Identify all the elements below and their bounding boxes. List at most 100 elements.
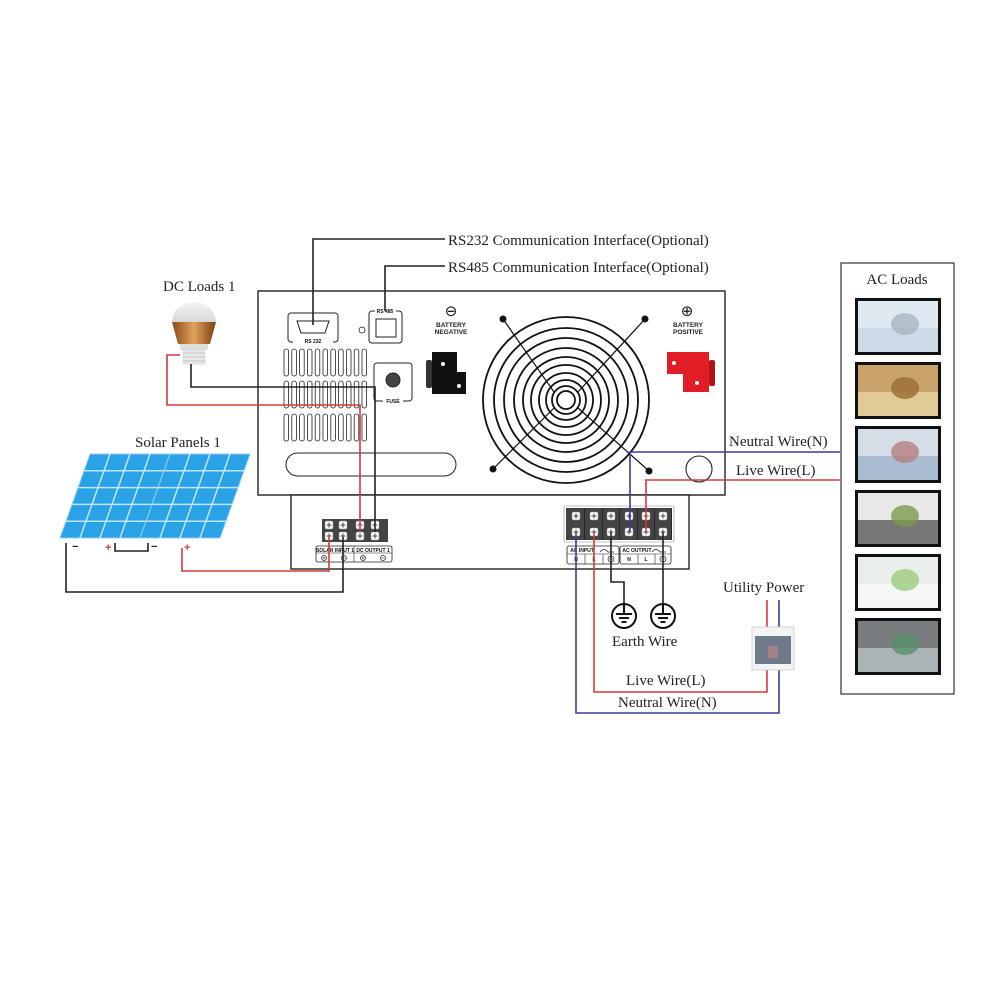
vent-slot <box>291 380 297 409</box>
vent-slot <box>306 413 313 442</box>
battery-positive-terminal[interactable]: ⊕ BATTERY POSITIVE <box>667 302 715 392</box>
terminal-screw <box>324 531 334 541</box>
fuse-label: FUSE <box>386 399 400 405</box>
fuse[interactable]: FUSE <box>373 362 413 405</box>
vent-slot <box>361 413 367 442</box>
terminal-screw <box>624 527 634 537</box>
vent-slot <box>345 380 352 409</box>
battery-negative-lug <box>432 352 466 394</box>
terminal-screw <box>624 511 634 521</box>
ac-output-n-label: N <box>627 557 631 563</box>
terminal-screw <box>589 511 599 521</box>
solar-panel <box>139 453 251 539</box>
battery-negative-terminal[interactable]: ⊖ BATTERY NEGATIVE <box>426 302 468 394</box>
utility-breaker-box[interactable] <box>751 626 795 671</box>
vent-slot <box>299 413 305 442</box>
minus-icon: ⊖ <box>445 302 458 320</box>
rs485-port[interactable]: RS 485 <box>368 308 403 344</box>
battery-positive-label-2: POSITIVE <box>673 329 704 336</box>
ac-loads-panel: AC Loads Electric FanTable LampLaptopInd… <box>840 262 955 695</box>
fan-mount-screw <box>499 315 507 323</box>
rs485-leader-line <box>384 265 445 311</box>
ac-input-ground-symbol <box>599 549 614 553</box>
vent-slot <box>338 380 344 409</box>
solar-panel-array <box>59 453 251 539</box>
earth-ground-icon <box>611 603 637 629</box>
ac-output-neutral-wire <box>629 451 840 532</box>
handle-slot <box>285 452 457 477</box>
terminal-screw <box>324 520 334 530</box>
terminal-screw <box>355 531 365 541</box>
vent-slot <box>306 348 313 377</box>
rs232-leader-line <box>312 238 445 325</box>
ac-input-neutral-wire <box>575 532 780 714</box>
battery-positive-label: BATTERY <box>673 322 704 329</box>
ac-load-thumbnail[interactable]: Table Lamp <box>855 362 941 419</box>
wiring <box>65 354 840 714</box>
solar-input-positive-icon <box>321 555 327 561</box>
vent-slot <box>353 380 360 409</box>
ac-load-thumbnail[interactable]: Air Conditioner <box>855 554 941 611</box>
fan-strut <box>502 318 555 393</box>
inverter-unit: RS 232 RS 485 FUSE ⊖ BATTERY NEGATIVE <box>257 290 726 570</box>
dc-terminal-block[interactable]: SOLAR INPUT 1 DC OUTPUT 1 <box>315 519 393 563</box>
ac-output-neutral-label: Neutral Wire(N) <box>729 434 828 450</box>
vent-slot <box>338 413 344 442</box>
dc-loads-label: DC Loads 1 <box>163 279 236 295</box>
ac-output-label: AC OUTPUT <box>622 548 651 554</box>
vent-slot <box>299 380 305 409</box>
vent-slot <box>283 380 289 409</box>
solar-positive-wire <box>181 537 330 572</box>
vent-slot <box>322 380 328 409</box>
vent-slot <box>345 348 352 377</box>
vent-slot <box>283 348 289 377</box>
panel2-positive-sign: + <box>184 542 190 554</box>
vent-slot <box>361 348 367 377</box>
vent-slot <box>314 348 321 377</box>
panel1-negative-sign: − <box>72 541 78 553</box>
terminal-screw <box>658 511 668 521</box>
utility-power-label: Utility Power <box>723 580 804 596</box>
dc-load-bulb[interactable] <box>172 302 216 365</box>
ac-load-thumbnail[interactable]: Laptop <box>855 426 941 483</box>
ac-input-neutral-label: Neutral Wire(N) <box>618 695 717 711</box>
solar-input-label: SOLAR INPUT 1 <box>316 548 354 554</box>
ac-loads-title: AC Loads <box>866 272 927 288</box>
ac-output-live-label: Live Wire(L) <box>736 463 816 479</box>
ac-load-thumbnail[interactable]: Electric Fan <box>855 298 941 355</box>
ac-output-live-wire <box>645 479 840 532</box>
fan-strut <box>577 318 646 393</box>
vent-slot <box>338 348 344 377</box>
ac-load-thumbnail[interactable]: Refrigerator <box>855 618 941 675</box>
fan-ring <box>503 337 629 463</box>
fan-ring <box>551 385 581 415</box>
vent-slot <box>291 413 297 442</box>
communication-lines <box>312 238 445 325</box>
solar-panels-label: Solar Panels 1 <box>135 435 221 451</box>
dc-output-negative-icon <box>380 555 386 561</box>
fan-mount-screw <box>645 467 653 475</box>
vent-slot <box>353 413 360 442</box>
ac-output-ground-symbol <box>651 549 666 553</box>
dc-load-negative-wire <box>190 364 376 532</box>
earth-ground-icon <box>650 603 676 629</box>
vent-slot <box>314 413 321 442</box>
rs485-interface-label: RS485 Communication Interface(Optional) <box>448 260 709 276</box>
battery-negative-label-2: NEGATIVE <box>435 329 468 336</box>
fan-ring <box>556 390 576 410</box>
ac-input-earth-wire <box>610 532 625 603</box>
fan-mount-screw <box>641 315 649 323</box>
ac-terminal-block[interactable]: AC INPUT AC OUTPUT N L N L <box>563 505 675 565</box>
fan-ring <box>482 316 650 484</box>
dc-output-positive-icon <box>360 555 366 561</box>
fan-ring <box>493 327 639 473</box>
earth-wire-label: Earth Wire <box>612 634 678 650</box>
battery-negative-label: BATTERY <box>436 322 467 329</box>
vent-slot <box>306 380 313 409</box>
rs232-interface-label: RS232 Communication Interface(Optional) <box>448 233 709 249</box>
ventilation-slots <box>283 348 367 442</box>
rs485-port-label: RS 485 <box>377 309 394 315</box>
ac-load-thumbnail[interactable]: Induction Cooker <box>855 490 941 547</box>
vent-slot <box>299 348 305 377</box>
vent-slot <box>291 348 297 377</box>
